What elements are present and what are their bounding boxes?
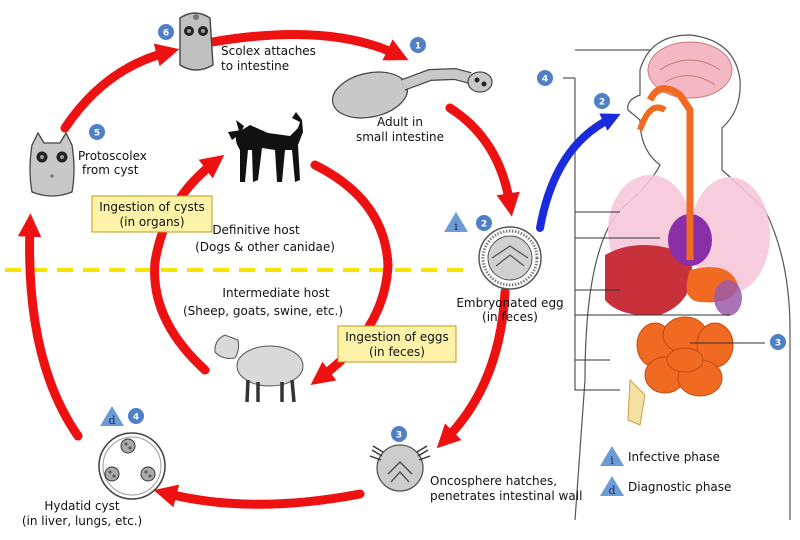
stage3-label-line2: penetrates intestinal wall <box>430 489 582 503</box>
badge-1: 1 <box>410 37 426 53</box>
svg-text:d: d <box>608 484 615 497</box>
legend-diagnostic-label: Diagnostic phase <box>628 480 731 494</box>
arrow-egg-to-human <box>536 113 621 232</box>
svg-text:(in organs): (in organs) <box>119 215 184 229</box>
stage6-label-line2: to intestine <box>221 59 289 73</box>
svg-text:Ingestion of cysts: Ingestion of cysts <box>99 200 205 214</box>
diagnostic-triangle-stage4: d <box>100 406 124 427</box>
stage4-label-line2: (in liver, lungs, etc.) <box>22 514 142 528</box>
cycle-arrows <box>17 29 520 509</box>
svg-text:5: 5 <box>94 129 100 139</box>
esophagus <box>646 85 694 260</box>
stage3-label-line1: Oncosphere hatches, <box>430 474 557 488</box>
svg-text:4: 4 <box>542 75 548 85</box>
human-badge-2: 2 <box>594 93 610 109</box>
arrow-4-to-5 <box>17 213 83 441</box>
definitive-host-line1: Definitive host <box>212 223 300 237</box>
svg-text:2: 2 <box>599 98 605 108</box>
svg-text:Ingestion of eggs: Ingestion of eggs <box>345 330 448 344</box>
svg-text:4: 4 <box>133 413 139 423</box>
arrow-5-to-6 <box>60 43 180 133</box>
arrow-6-to-1 <box>207 29 409 61</box>
stage1-label-line1: Adult in <box>377 115 423 129</box>
stage1-label-line2: small intestine <box>356 130 444 144</box>
stage5-label-line2: from cyst <box>82 163 139 177</box>
arrow-host-left <box>150 154 225 375</box>
svg-text:2: 2 <box>481 220 487 230</box>
intestines <box>636 316 734 397</box>
dog-silhouette <box>228 112 303 182</box>
svg-text:(in feces): (in feces) <box>369 345 425 359</box>
human-badge-3: 3 <box>770 334 786 350</box>
badge-4: 4 <box>128 408 144 424</box>
liver <box>605 245 692 316</box>
svg-text:i: i <box>454 220 458 233</box>
svg-text:1: 1 <box>415 42 421 52</box>
ingestion-of-eggs-box: Ingestion of eggs (in feces) <box>337 325 457 363</box>
stage4-label-line1: Hydatid cyst <box>44 499 120 513</box>
svg-text:d: d <box>108 414 115 427</box>
badge-5: 5 <box>89 124 105 140</box>
badge-6: 6 <box>158 24 174 40</box>
scolex-illustration <box>179 12 214 71</box>
legend-infective-label: Infective phase <box>628 450 720 464</box>
stage5-label-line1: Protoscolex <box>78 149 147 163</box>
badge-2: 2 <box>476 215 492 231</box>
embryonated-egg-illustration <box>478 226 542 290</box>
stage2-label-line2: (in feces) <box>482 310 538 324</box>
human-figure <box>563 34 791 521</box>
intermediate-host-line2: (Sheep, goats, swine, etc.) <box>183 304 343 318</box>
protoscolex-illustration <box>29 131 75 197</box>
stage6-label-line1: Scolex attaches <box>221 44 316 58</box>
intermediate-host-line1: Intermediate host <box>222 286 329 300</box>
lung-left <box>690 177 770 293</box>
ingestion-of-cysts-box: Ingestion of cysts (in organs) <box>91 195 213 233</box>
svg-text:3: 3 <box>775 339 781 349</box>
arrow-1-to-2 <box>445 103 520 217</box>
adult-worm-illustration <box>331 67 493 119</box>
human-badge-4: 4 <box>537 70 553 86</box>
definitive-host-line2: (Dogs & other canidae) <box>195 240 335 254</box>
sheep-illustration <box>214 334 304 403</box>
hydatid-cyst-illustration <box>98 432 166 500</box>
svg-text:3: 3 <box>396 431 402 441</box>
legend-infective-triangle: i <box>600 446 624 467</box>
infective-triangle-stage2: i <box>444 212 468 233</box>
badge-3: 3 <box>391 426 407 442</box>
oncosphere-illustration <box>369 444 431 492</box>
brain <box>647 41 733 99</box>
stage2-label-line1: Embryonated egg <box>456 296 563 310</box>
arrow-2-to-3 <box>436 287 510 449</box>
svg-text:i: i <box>610 454 614 467</box>
svg-text:6: 6 <box>163 29 169 39</box>
arrow-3-to-4 <box>153 484 365 509</box>
legend-diagnostic-triangle: d <box>600 476 624 497</box>
